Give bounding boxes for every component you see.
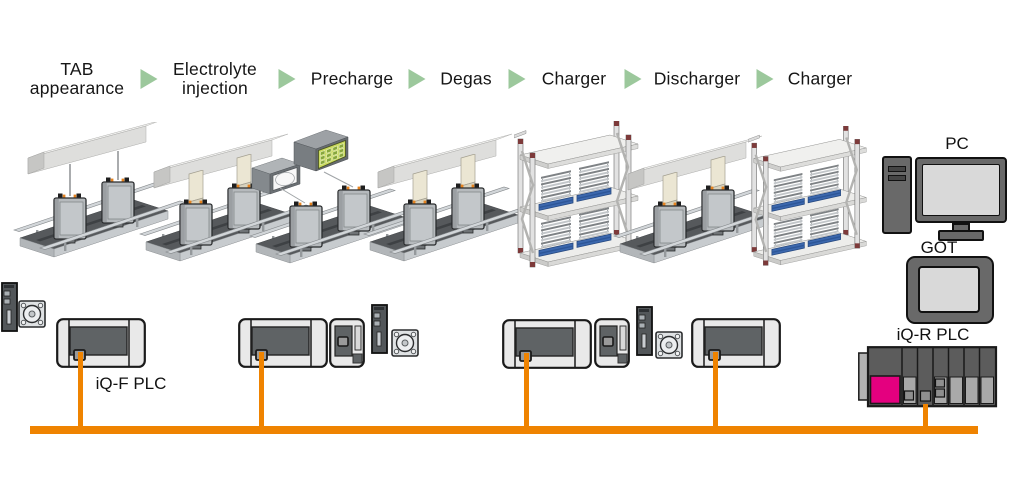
- flow-step-degas: Degas: [440, 68, 492, 89]
- pc-label: PC: [945, 134, 969, 153]
- servo-amplifier-icon: [636, 306, 653, 356]
- expansion-module-icon: [329, 318, 365, 368]
- flow-arrow-icon: [278, 69, 296, 89]
- network-cable: [524, 353, 529, 428]
- flow-arrow-icon: [508, 69, 526, 89]
- iqr-plc-label: iQ-R PLC: [896, 325, 970, 344]
- flow-step-electrolyte-injection: Electrolyte injection: [173, 58, 257, 98]
- flow-arrow-icon: [624, 69, 642, 89]
- iqf-plc-3: [502, 319, 592, 374]
- servo-motor-icon: [18, 300, 46, 328]
- servo-amplifier-icon: [1, 282, 18, 332]
- flow-step-discharger: Discharger: [653, 68, 741, 89]
- iqf-plc-4: [691, 318, 781, 373]
- servo-motor: [18, 300, 46, 333]
- servo-amplifier: [1, 281, 18, 338]
- conveyor-instruments-icon: [249, 129, 420, 264]
- conveyor-press-icon: [13, 119, 184, 258]
- flow-step-charger-1: Charger: [541, 68, 607, 89]
- battery-rack-icon: [748, 126, 874, 271]
- servo-motor: [655, 331, 683, 364]
- servo-motor-icon: [655, 331, 683, 359]
- iqf-plc-icon: [691, 318, 781, 368]
- iqf-expansion-module: [329, 318, 365, 373]
- got-hmi-icon: [906, 256, 994, 324]
- servo-amplifier: [371, 304, 388, 359]
- flow-step-charger-2: Charger: [787, 68, 853, 89]
- flow-step-tab-appearance: TAB appearance: [29, 58, 125, 98]
- iqf-plc-icon: [56, 318, 146, 368]
- network-cable: [259, 352, 264, 428]
- iqf-plc-1: [56, 318, 146, 373]
- flow-arrow-icon: [756, 69, 774, 89]
- flow-arrow-icon: [140, 69, 158, 89]
- network-cable: [923, 404, 928, 428]
- servo-motor: [391, 329, 419, 362]
- network-bus-line: [30, 426, 978, 434]
- pc-tower-icon: [882, 156, 912, 234]
- degas-machine: [362, 126, 534, 281]
- iqr-plc-unit: [858, 346, 998, 413]
- pc-drive-slot: [888, 166, 906, 172]
- got-screen: [918, 266, 980, 313]
- iqf-expansion-module: [594, 318, 630, 373]
- iqf-plc-2: [238, 318, 328, 373]
- servo-motor-icon: [391, 329, 419, 357]
- flow-step-precharge: Precharge: [310, 68, 394, 89]
- tab-appearance-machine: [12, 119, 184, 277]
- pc-monitor-base: [938, 230, 984, 241]
- servo-amplifier-icon: [371, 304, 388, 354]
- flow-arrow-icon: [408, 69, 426, 89]
- iqf-plc-icon: [238, 318, 328, 368]
- iqr-plc-icon: [858, 346, 998, 408]
- got-label: GOT: [920, 238, 958, 257]
- iqf-plc-label: iQ-F PLC: [95, 374, 167, 393]
- servo-amplifier: [636, 306, 653, 361]
- precharge-machine: [248, 128, 420, 283]
- pc-drive-slot: [888, 175, 906, 181]
- iqf-plc-icon: [502, 319, 592, 369]
- network-cable: [78, 352, 83, 428]
- pc-monitor-icon: [915, 157, 1007, 223]
- expansion-module-icon: [594, 318, 630, 368]
- pc-monitor-screen: [922, 164, 1000, 216]
- network-cable: [713, 352, 718, 428]
- conveyor-press-icon: [363, 133, 534, 262]
- charger-rack-2: [748, 126, 874, 276]
